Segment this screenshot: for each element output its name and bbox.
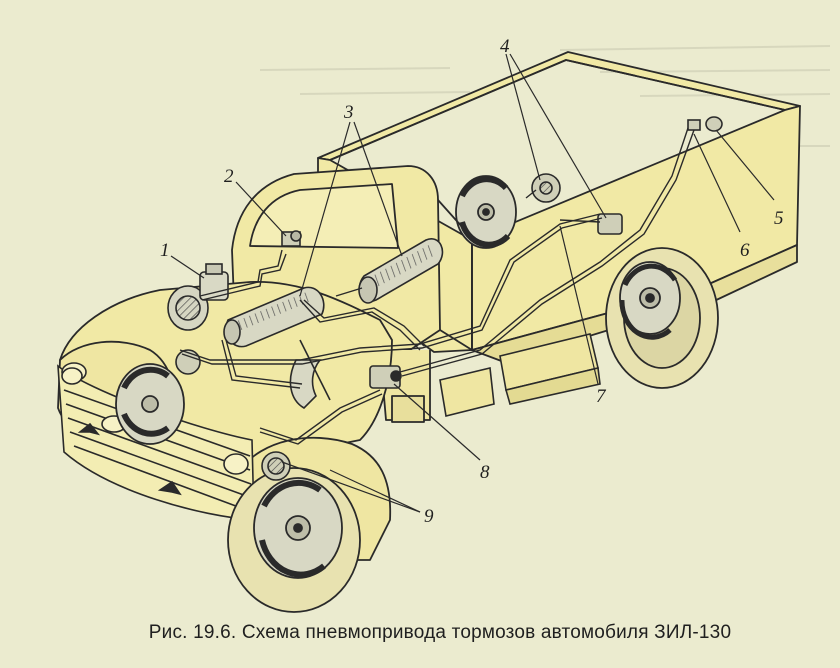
callout-numbers: 1 2 3 4 5 6 7 8 9 (160, 36, 784, 527)
leader-3a (299, 121, 351, 297)
leader-4b (509, 53, 607, 219)
rear-brake-chamber-left (531, 173, 561, 203)
callout-4: 4 (500, 36, 510, 57)
leader-lines (170, 53, 775, 513)
air-receiver-rear (358, 238, 444, 304)
headlights (61, 367, 249, 475)
front-right-wheel (227, 467, 361, 613)
pressure-regulator (281, 230, 302, 247)
leader-3b (353, 121, 403, 257)
leader-1 (170, 255, 205, 279)
leader-6 (693, 133, 741, 233)
chassis-frame (439, 333, 601, 417)
callout-2: 2 (224, 166, 234, 187)
brake-valve (369, 365, 402, 389)
rear-brake-chamber-right (597, 213, 623, 235)
leader-7 (559, 225, 599, 385)
callout-3: 3 (343, 102, 354, 123)
compressor (167, 263, 229, 331)
callout-9: 9 (424, 506, 434, 527)
front-brake-chamber (175, 349, 291, 481)
leader-9a (281, 461, 421, 513)
leader-5 (715, 129, 775, 201)
callout-7: 7 (596, 386, 607, 407)
air-receiver-front (223, 286, 325, 348)
callout-6: 6 (740, 240, 750, 261)
air-lines (179, 127, 695, 445)
leader-9b (329, 469, 421, 513)
callout-8: 8 (480, 462, 490, 483)
callout-1: 1 (160, 240, 170, 261)
leader-2 (235, 181, 287, 237)
figure-caption: Рис. 19.6. Схема пневмопривода тормозов … (148, 622, 732, 643)
leader-4a (505, 53, 541, 181)
rear-left-brake-shoes (455, 175, 517, 249)
coupling-head (705, 116, 723, 132)
leader-8 (393, 383, 481, 461)
front-left-brake-drum (115, 363, 185, 445)
disconnect-valve (687, 119, 701, 131)
rear-wheel (605, 247, 719, 389)
brake-pedal (289, 339, 331, 409)
callout-5: 5 (774, 208, 784, 229)
